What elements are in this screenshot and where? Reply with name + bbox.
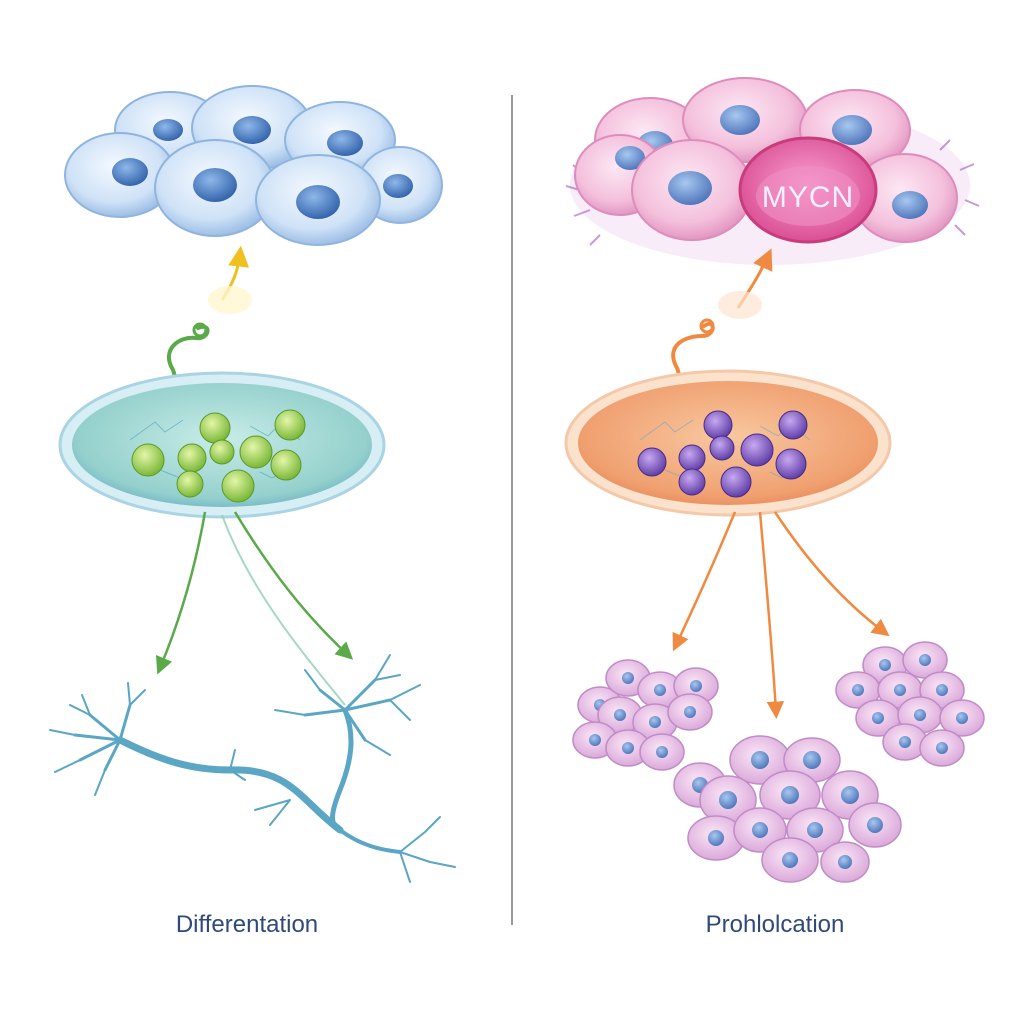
right-panel: MYCN (564, 77, 985, 938)
proliferation-arrow-left (672, 511, 737, 652)
daughter-cluster-middle (673, 735, 902, 883)
differentiation-arrow-right (233, 511, 354, 660)
proliferating-cells-purple (637, 410, 808, 498)
tumor-cell-cluster: MYCN (574, 77, 958, 244)
progenitor-cells-green (131, 409, 306, 503)
mycn-label: MYCN (762, 181, 854, 214)
differentiation-arrow-left (155, 511, 207, 675)
caption-differentiation: Differentation (176, 911, 318, 938)
neuron (49, 654, 456, 883)
differentiated-cell-cluster (64, 85, 443, 246)
caption-proliferation: Prohlolcation (706, 911, 845, 938)
daughter-cluster-right (835, 641, 985, 767)
proliferation-arrow-middle (758, 511, 785, 719)
left-panel: Differentation (49, 85, 456, 938)
proliferation-arrow-right (773, 511, 890, 637)
daughter-cluster-left (572, 659, 719, 771)
